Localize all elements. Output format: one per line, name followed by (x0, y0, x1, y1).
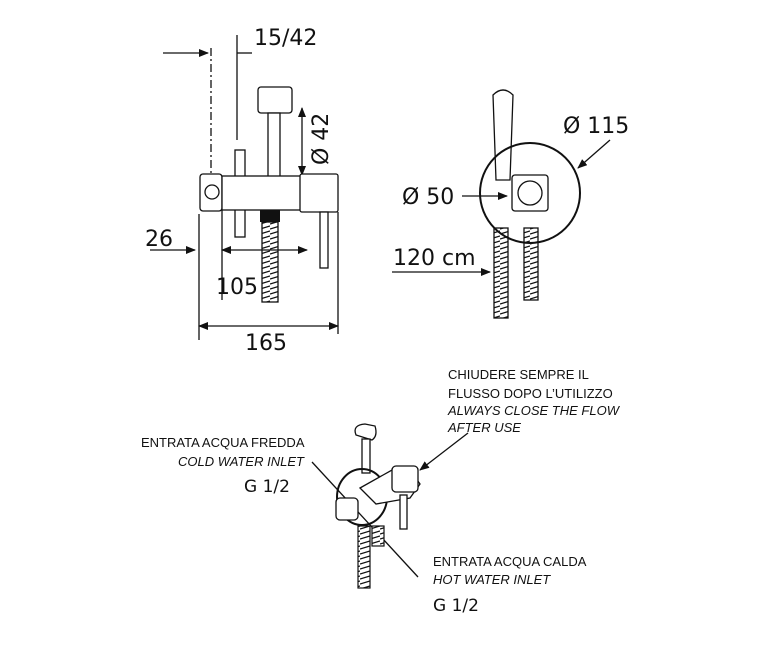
cold-inlet-en-label: COLD WATER INLET (178, 454, 305, 469)
spout-length-dimension: 105 (216, 275, 258, 300)
head-diameter-dimension: Ø 42 (309, 113, 334, 165)
cold-inlet-it-label: ENTRATA ACQUA FREDDA (141, 435, 305, 450)
hot-inlet-it-label: ENTRATA ACQUA CALDA (433, 554, 587, 569)
cold-thread-label: G 1/2 (244, 477, 290, 497)
note-close-flow-en-2: AFTER USE (447, 420, 521, 435)
hot-inlet-en-label: HOT WATER INLET (433, 572, 551, 587)
side-view: 15/42 Ø 42 26 105 165 (145, 26, 339, 356)
valve-diameter-dimension: Ø 50 (402, 185, 454, 210)
note-close-flow-it-2: FLUSSO DOPO L’UTILIZZO (448, 386, 613, 401)
front-view: Ø 115 Ø 50 120 cm (392, 89, 629, 319)
total-length-dimension: 165 (245, 331, 287, 356)
note-close-flow-it: CHIUDERE SEMPRE IL (448, 367, 589, 382)
hose-length-dimension: 120 cm (393, 246, 476, 271)
note-close-flow-en: ALWAYS CLOSE THE FLOW (447, 403, 621, 418)
isometric-view: CHIUDERE SEMPRE IL FLUSSO DOPO L’UTILIZZ… (141, 367, 621, 616)
hot-thread-label: G 1/2 (433, 596, 479, 616)
offset-dimension: 15/42 (254, 26, 317, 51)
inlet-offset-dimension: 26 (145, 227, 173, 252)
flange-diameter-dimension: Ø 115 (563, 114, 629, 139)
